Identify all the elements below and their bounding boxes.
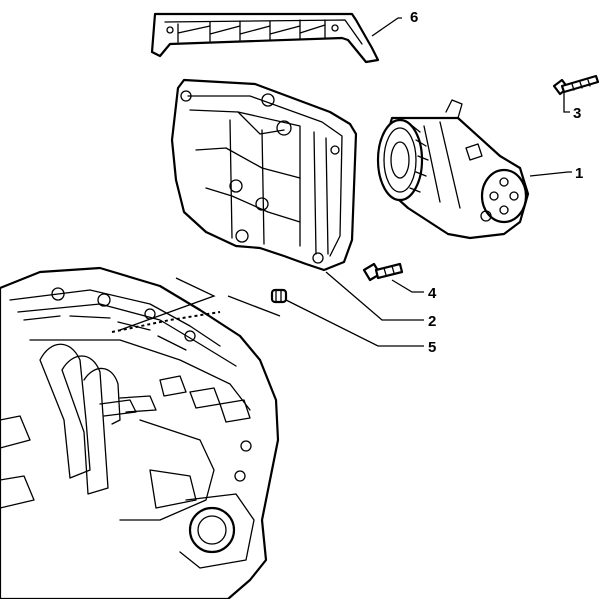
upper-support-bracket — [150, 12, 380, 64]
leader-6 — [371, 17, 402, 37]
callout-4: 4 — [428, 285, 437, 302]
bolt-long — [552, 74, 600, 96]
assembly-line-a — [119, 277, 216, 331]
leader-4 — [391, 279, 424, 293]
bolt-short — [362, 262, 404, 282]
leader-1 — [529, 171, 572, 177]
assembly-line-b — [227, 295, 281, 317]
callout-5: 5 — [428, 339, 436, 356]
compressor-mounting-bracket — [170, 78, 358, 272]
callout-2: 2 — [428, 313, 436, 330]
callouts: 6 1 3 4 2 5 — [410, 9, 583, 356]
leader-lines — [119, 17, 572, 347]
callout-6: 6 — [410, 9, 418, 26]
leader-5 — [285, 299, 424, 347]
leader-2 — [325, 271, 424, 321]
callout-3: 3 — [573, 105, 581, 122]
leader-3 — [563, 92, 570, 113]
ac-compressor — [376, 99, 530, 240]
engine-block — [0, 266, 280, 599]
callout-1: 1 — [575, 165, 583, 182]
stud-dowel — [270, 288, 288, 304]
